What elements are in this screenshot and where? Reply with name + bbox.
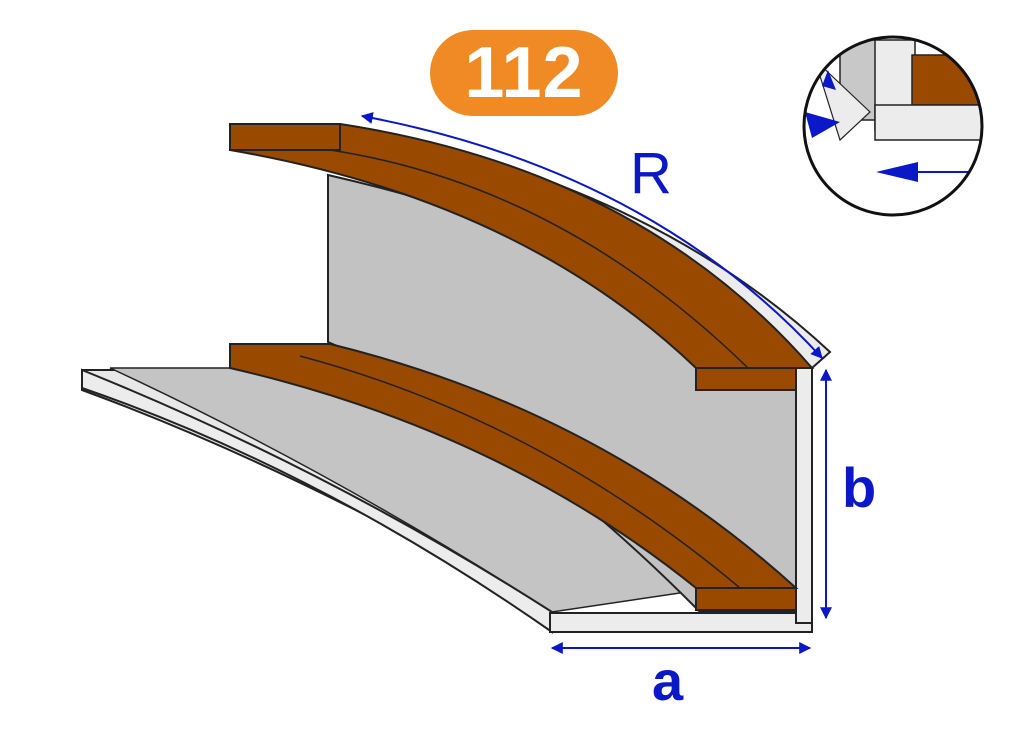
- width-label: a: [652, 649, 684, 712]
- dimension-arrow-icon: [876, 162, 918, 182]
- detail-magnifier-icon: [802, 35, 984, 217]
- radius-dimension-arrow: [360, 112, 823, 359]
- product-number-badge: 112: [430, 30, 618, 116]
- lower-wood-front: [695, 587, 797, 611]
- base-bottom-strip: [549, 612, 813, 633]
- web-side-strip: [795, 364, 813, 624]
- upper-wood-end: [229, 123, 341, 151]
- lower-wood-grain: [299, 355, 741, 589]
- radius-label: R: [630, 141, 672, 206]
- height-label: b: [842, 456, 877, 519]
- upper-wood-front: [695, 367, 797, 391]
